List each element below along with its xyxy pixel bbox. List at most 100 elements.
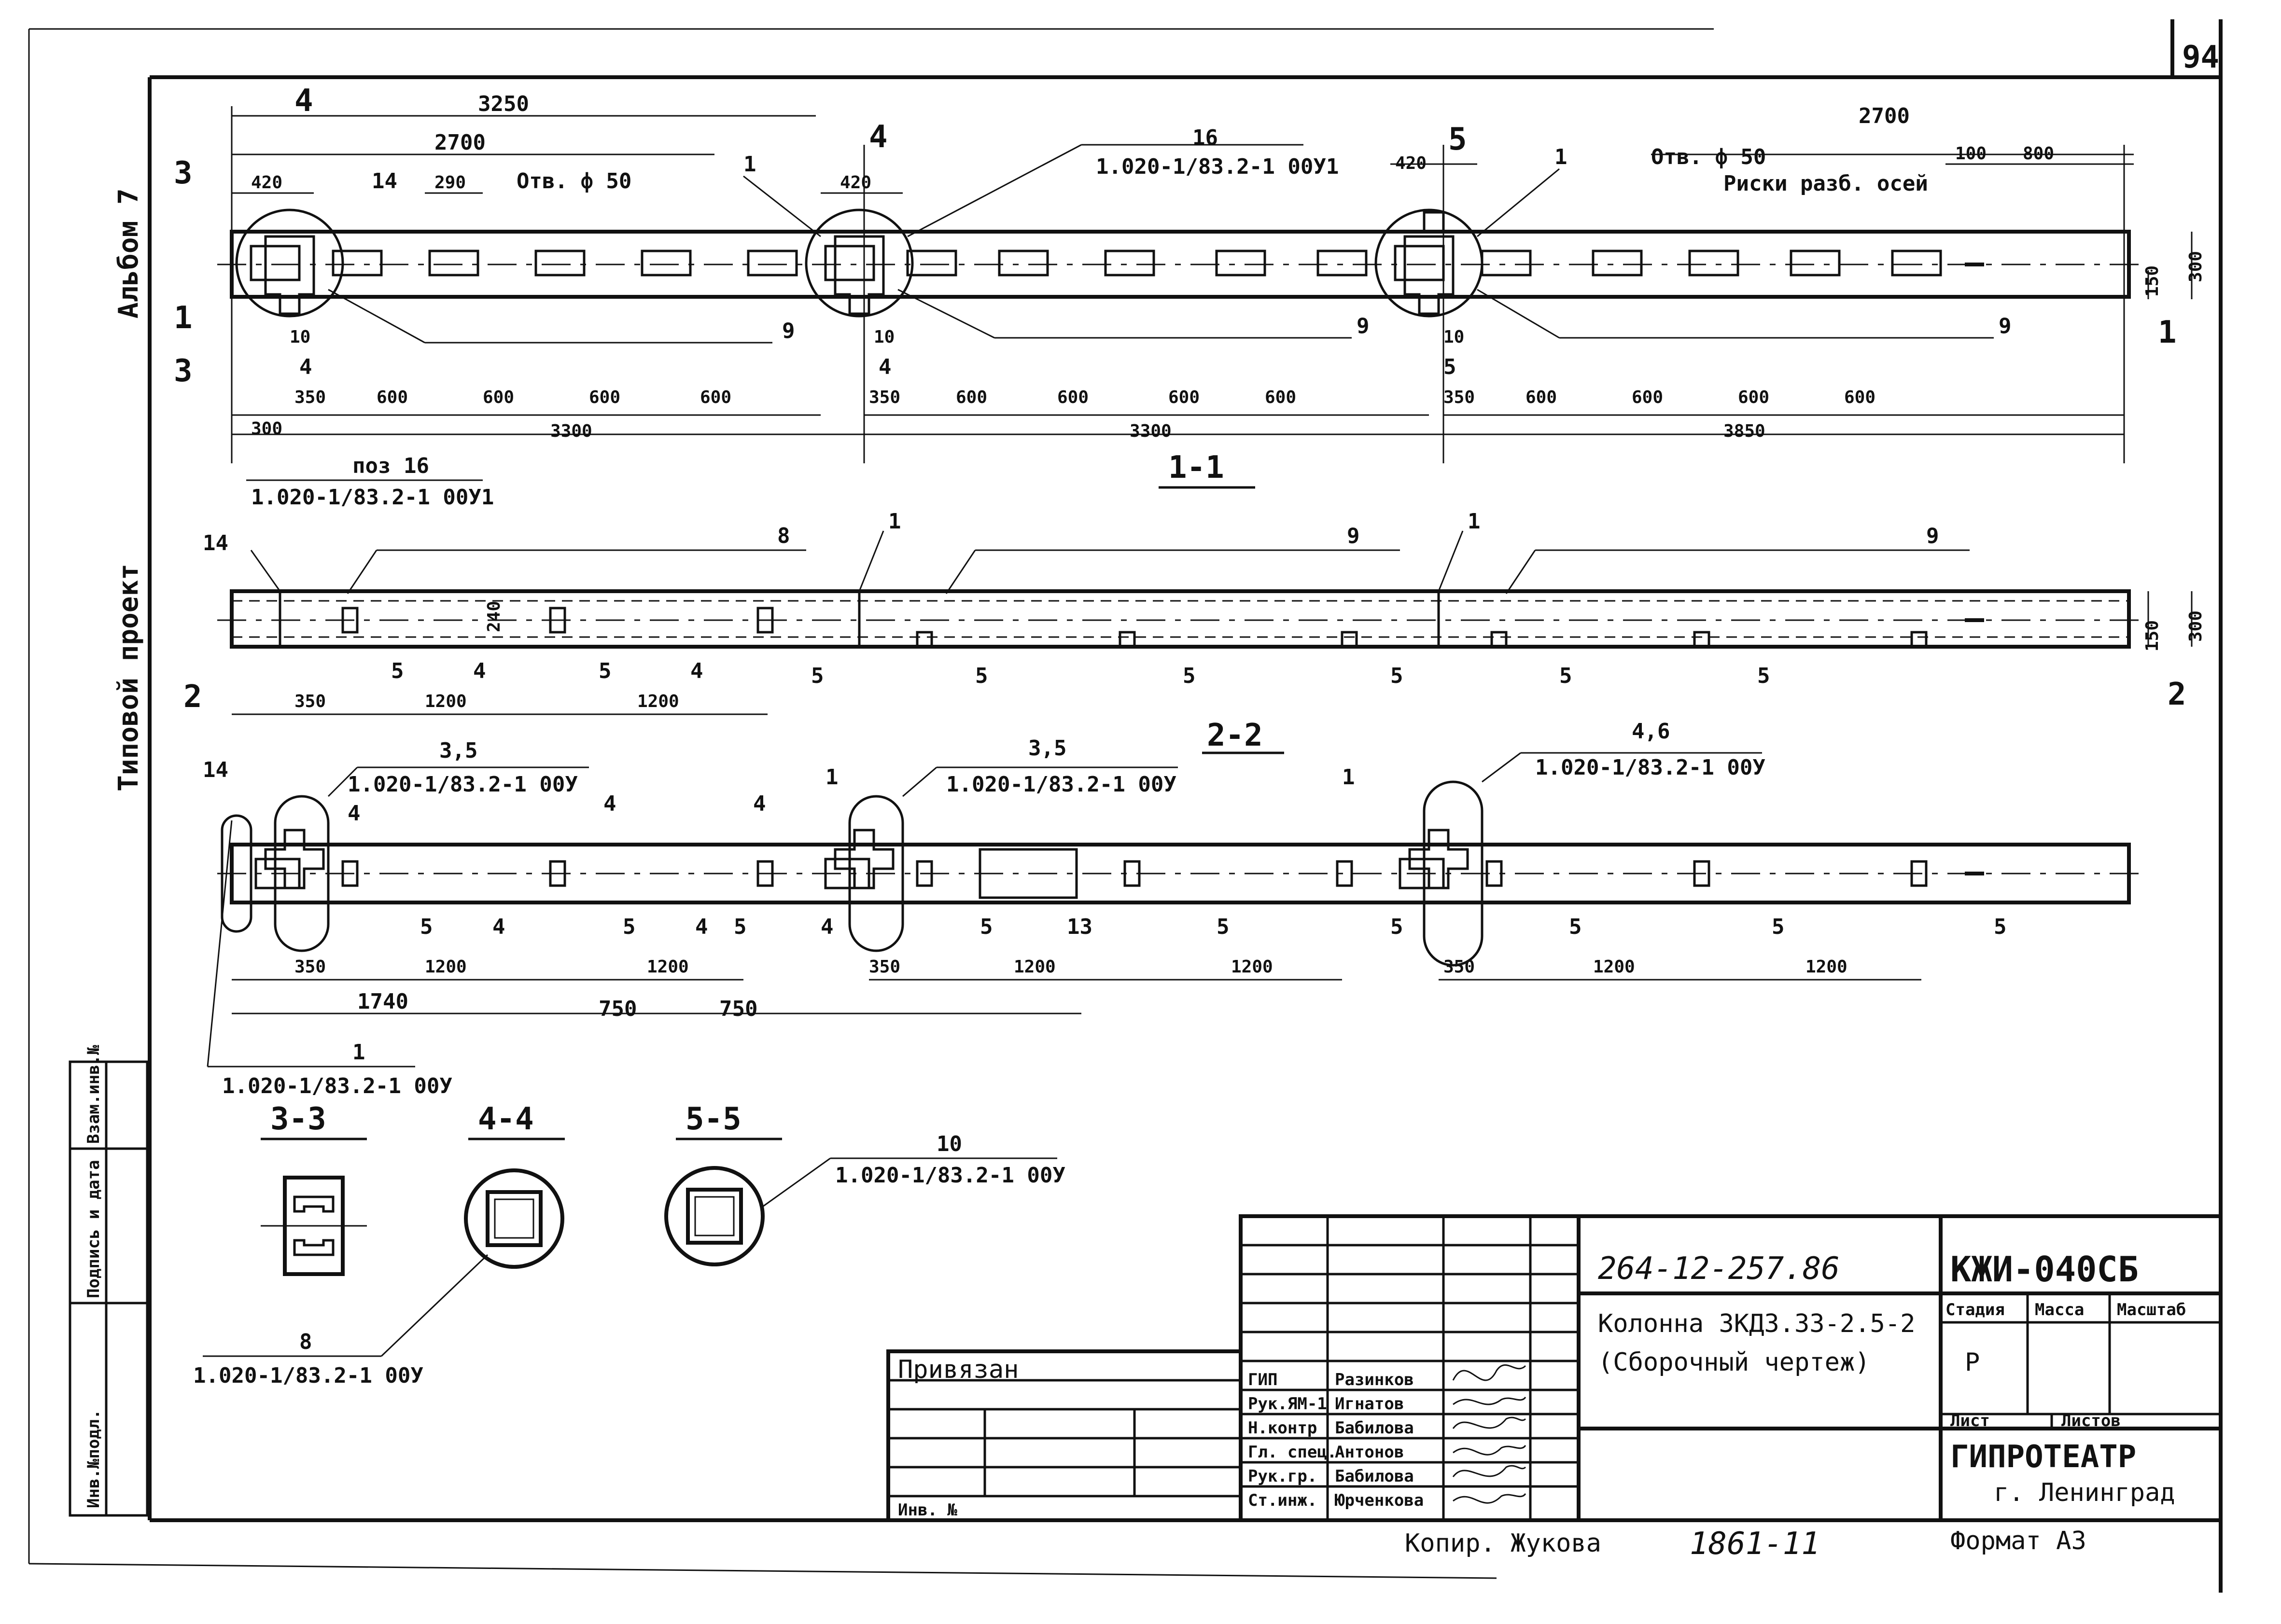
v2-leader-9-a: 9 — [1347, 524, 1360, 548]
cut-5-top: 5 — [1448, 122, 1467, 157]
format-label: Формат А3 — [1950, 1527, 2086, 1555]
dim-b3-5: 5 — [1443, 355, 1456, 379]
mass-header: Масса — [2035, 1300, 2084, 1319]
detail-ref8-code: 1.020-1/83.2-1 00У — [193, 1363, 423, 1388]
dim-b2-10: 10 — [874, 327, 895, 347]
role-1: Рук.ЯМ-1 — [1248, 1394, 1327, 1414]
stamp-sign-label: Подпись и дата — [84, 1160, 103, 1298]
title-line1: Колонна 3КД3.33-2.5-2 — [1598, 1309, 1915, 1338]
stamp-replace-label: Взам.инв.№ — [84, 1045, 103, 1144]
role-3: Гл. спец. — [1248, 1443, 1337, 1462]
dim-420-a: 420 — [251, 173, 282, 193]
title-line2: (Сборочный чертеж) — [1598, 1348, 1870, 1377]
dim-b1-600d: 600 — [700, 388, 731, 407]
note-hole-right: Отв. ф 50 — [1651, 145, 1766, 169]
section-4-4-title: 4-4 — [478, 1101, 534, 1137]
v3-ref-bottom-code: 1.020-1/83.2-1 00У — [222, 1074, 452, 1098]
cut-4-top-b: 4 — [869, 119, 888, 155]
dim-b3-600b: 600 — [1632, 388, 1663, 407]
dim-b1-10: 10 — [290, 327, 310, 347]
inv-label: Инв. № — [898, 1500, 957, 1520]
dim-b1-600a: 600 — [377, 388, 408, 407]
dim-3300-a: 3300 — [550, 421, 592, 441]
leader-9-c: 9 — [1999, 314, 2012, 338]
v2-pos-4-a: 4 — [473, 659, 486, 683]
detail-5-5 — [664, 1166, 765, 1266]
leader-16: 16 — [1192, 125, 1218, 150]
v3-pos-5-i: 5 — [1994, 915, 2007, 939]
left-stamp-boxes — [69, 1060, 149, 1517]
leader-9-a: 9 — [782, 319, 795, 343]
v2-pos-5-f: 5 — [1390, 664, 1403, 688]
leader-1-b: 1 — [1554, 145, 1567, 169]
v3-leader-1-b: 1 — [1342, 765, 1355, 790]
v3-dim-1740: 1740 — [357, 989, 408, 1014]
v3-ref-bottom-pos: 1 — [352, 1040, 365, 1065]
v2-dim-350: 350 — [294, 692, 326, 711]
cut-1-left: 1 — [174, 300, 193, 336]
v3-dim-750-a: 750 — [599, 997, 637, 1021]
stage-header: Стадия — [1945, 1300, 2005, 1319]
cut-2-right: 2 — [2168, 677, 2186, 712]
v3-pos-13: 13 — [1067, 915, 1092, 939]
v3-dim-1200-a: 1200 — [425, 957, 467, 977]
detail-ref10-code: 1.020-1/83.2-1 00У — [835, 1163, 1065, 1188]
dim-b2-350: 350 — [869, 388, 900, 407]
cut-4-top-a: 4 — [294, 83, 313, 119]
ref-pos16-code: 1.020-1/83.2-1 00У1 — [251, 485, 494, 510]
view1-dimensions — [231, 106, 2193, 489]
name-4: Бабилова — [1335, 1467, 1414, 1486]
v3-pos-4-a: 4 — [492, 915, 505, 939]
v3-leader-4-b: 4 — [603, 791, 616, 816]
v3-dim-1200-f: 1200 — [1805, 957, 1847, 977]
view1-leader-lines — [328, 144, 1994, 344]
title-block-grid — [886, 1214, 2223, 1522]
note-axis-marks: Риски разб. осей — [1723, 171, 1928, 196]
sheet-code: КЖИ-040СБ — [1950, 1249, 2139, 1290]
v3-dim-1200-b: 1200 — [647, 957, 689, 977]
v3-ref-b-pos: 3,5 — [1028, 736, 1066, 761]
leader-1-a: 1 — [743, 152, 756, 177]
v3-pos-4-b: 4 — [695, 915, 708, 939]
v3-leader-4-c: 4 — [753, 791, 766, 816]
dim-b1-600b: 600 — [483, 388, 514, 407]
name-5: Юрченкова — [1335, 1491, 1424, 1510]
v3-ref-c-pos: 4,6 — [1632, 719, 1670, 744]
v3-dim-1200-d: 1200 — [1231, 957, 1273, 977]
dim-b2-600b: 600 — [1057, 388, 1089, 407]
dim-2700-right: 2700 — [1859, 104, 1910, 128]
project-label: Типовой проект — [113, 564, 144, 791]
v3-leader-14: 14 — [203, 758, 228, 782]
album-label: Альбом 7 — [113, 188, 144, 319]
view3-leader-lines — [207, 752, 1921, 1068]
section-2-2-title: 2-2 — [1207, 718, 1263, 753]
dim-420-b: 420 — [840, 173, 871, 193]
v3-dim-750-b: 750 — [719, 997, 757, 1021]
v3-ref-a-pos: 3,5 — [439, 738, 477, 763]
v2-pos-5-c: 5 — [811, 664, 824, 688]
v2-dim-1200-a: 1200 — [425, 692, 467, 711]
v2-dim-240: 240 — [484, 601, 504, 632]
note-hole-left: Отв. ф 50 — [517, 169, 631, 194]
archive-number: 1861-11 — [1690, 1526, 1820, 1562]
v3-pos-5-a: 5 — [420, 915, 433, 939]
cut-3-bottom: 3 — [174, 353, 193, 389]
dim-3850: 3850 — [1723, 421, 1765, 441]
v2-dim-1200-b: 1200 — [637, 692, 679, 711]
name-3: Антонов — [1335, 1443, 1404, 1462]
dim-100: 100 — [1955, 144, 1987, 164]
v3-dim-350-c: 350 — [1443, 957, 1475, 977]
bound-label: Привязан — [898, 1355, 1019, 1384]
view1-column-body — [217, 208, 2143, 318]
sheets-label: Листов — [2061, 1411, 2121, 1430]
doc-code: 264-12-257.86 — [1598, 1251, 1840, 1287]
v3-dim-1200-e: 1200 — [1593, 957, 1635, 977]
ref-pos16: поз 16 — [352, 454, 429, 478]
dim-b3-600d: 600 — [1844, 388, 1875, 407]
cut-3-top: 3 — [174, 155, 193, 191]
leader-14: 14 — [372, 169, 397, 194]
v3-ref-b-code: 1.020-1/83.2-1 00У — [946, 772, 1176, 797]
detail-ref10-pos: 10 — [937, 1132, 962, 1156]
dim-b1-4: 4 — [299, 355, 312, 379]
v3-pos-5-f: 5 — [1390, 915, 1403, 939]
